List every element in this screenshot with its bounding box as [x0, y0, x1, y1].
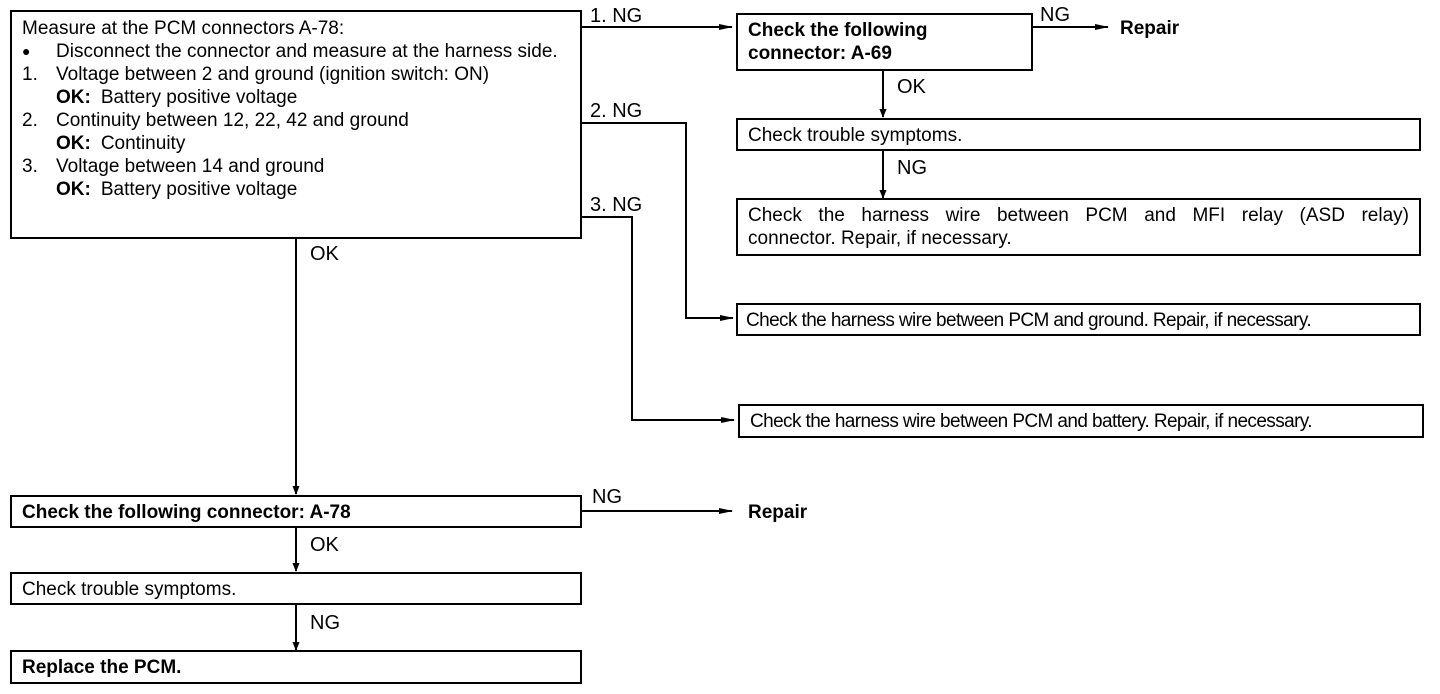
step-3-ok: OK: Battery positive voltage: [22, 178, 570, 201]
harness-mfi-box: Check the harness wire between PCM and M…: [736, 198, 1421, 256]
step-1-ok: OK: Battery positive voltage: [22, 86, 570, 109]
measure-box: Measure at the PCM connectors A-78: ● Di…: [10, 10, 582, 239]
trouble-symptoms-bottom-text: Check trouble symptoms.: [22, 579, 237, 600]
label-a69-ok: OK: [897, 76, 926, 98]
label-a78-ok: OK: [310, 534, 339, 556]
step-2-ok: OK: Continuity: [22, 132, 570, 155]
label-a69-ng: NG: [1040, 4, 1070, 26]
repair-bottom: Repair: [748, 502, 808, 523]
trouble-symptoms-top-box: Check trouble symptoms.: [736, 118, 1421, 151]
label-main-ok: OK: [310, 243, 339, 265]
harness-mfi-line1: Check the harness wire between PCM and M…: [748, 205, 1409, 226]
step-2-text: Continuity between 12, 22, 42 and ground: [56, 110, 409, 131]
measure-bullet: ● Disconnect the connector and measure a…: [22, 40, 570, 63]
step-3-ok-label: OK:: [56, 179, 91, 200]
arrow-ng3: [580, 216, 735, 423]
step-2-ok-label: OK:: [56, 133, 91, 154]
replace-pcm-text: Replace the PCM.: [22, 657, 182, 678]
harness-mfi-line2: connector. Repair, if necessary.: [748, 228, 1012, 249]
harness-battery-text: Check the harness wire between PCM and b…: [750, 411, 1313, 432]
step-1-ok-label: OK:: [56, 87, 91, 108]
harness-ground-text: Check the harness wire between PCM and g…: [746, 310, 1312, 331]
repair-top: Repair: [1120, 18, 1180, 39]
label-symptoms-top-ng: NG: [897, 157, 927, 179]
harness-battery-box: Check the harness wire between PCM and b…: [738, 404, 1424, 438]
harness-ground-box: Check the harness wire between PCM and g…: [736, 303, 1421, 336]
step-2-ok-value: Continuity: [100, 133, 186, 154]
label-symptoms-bottom-ng: NG: [310, 612, 340, 634]
step-3-number: 3.: [22, 156, 38, 177]
step-2: 2. Continuity between 12, 22, 42 and gro…: [22, 109, 570, 132]
bullet-icon: ●: [22, 43, 31, 59]
label-ng2: 2. NG: [590, 100, 643, 122]
step-1-ok-value: Battery positive voltage: [100, 87, 298, 108]
step-3-text: Voltage between 14 and ground: [56, 156, 325, 177]
connector-a78-box: Check the following connector: A-78: [10, 495, 582, 528]
connector-a69-box: Check the following connector: A-69: [736, 13, 1033, 71]
label-a78-ng: NG: [592, 486, 622, 508]
step-1: 1. Voltage between 2 and ground (ignitio…: [22, 63, 570, 86]
step-2-number: 2.: [22, 110, 38, 131]
connector-a69-line2: connector: A-69: [748, 43, 892, 64]
step-3: 3. Voltage between 14 and ground: [22, 155, 570, 178]
trouble-symptoms-top-text: Check trouble symptoms.: [748, 125, 963, 146]
label-ng1: 1. NG: [590, 5, 643, 27]
measure-title: Measure at the PCM connectors A-78:: [22, 18, 345, 39]
step-3-ok-value: Battery positive voltage: [100, 179, 298, 200]
bullet-text: Disconnect the connector and measure at …: [56, 41, 558, 62]
trouble-symptoms-bottom-box: Check trouble symptoms.: [10, 572, 582, 605]
replace-pcm-box: Replace the PCM.: [10, 650, 582, 684]
arrow-ng2: [580, 122, 734, 321]
connector-a78-text: Check the following connector: A-78: [22, 502, 351, 523]
step-1-text: Voltage between 2 and ground (ignition s…: [56, 64, 490, 85]
connector-a69-line1: Check the following: [748, 20, 928, 41]
label-ng3: 3. NG: [590, 194, 643, 216]
step-1-number: 1.: [22, 64, 38, 85]
